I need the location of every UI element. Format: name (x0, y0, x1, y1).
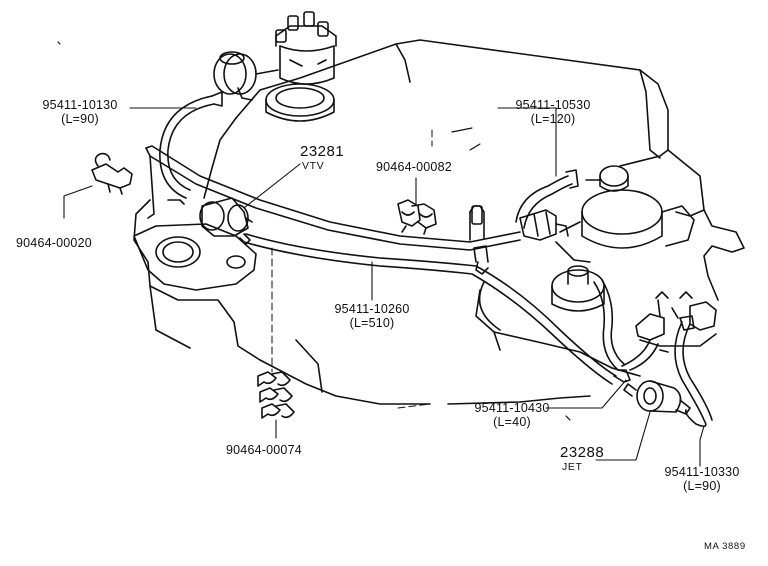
part-number: 95411-10530 (515, 98, 591, 112)
label-hose-bottom-right: 95411-10330 (L=90) (650, 465, 754, 493)
clamp-90464-00020-drawing (91, 152, 133, 195)
part-number: 95411-10260 (334, 302, 410, 316)
label-hose-top-right: 95411-10530 (L=120) (498, 98, 608, 126)
clamp-90464-00082-drawing (397, 199, 437, 235)
part-name: JET (562, 461, 583, 473)
figure-code: MA 3889 (704, 541, 746, 552)
label-clamp-left: 90464-00020 (16, 236, 92, 250)
label-clamp-middle: 90464-00082 (376, 160, 452, 174)
label-clamp-bottom: 90464-00074 (226, 443, 302, 457)
vacuum-switching-valve (519, 209, 569, 241)
part-length: (L=90) (61, 112, 99, 126)
vtv-valve (199, 197, 253, 245)
engine-block-outline (133, 39, 745, 405)
part-length: (L=90) (683, 479, 721, 493)
part-number: 23288 (560, 444, 605, 461)
oil-filler-cap (265, 83, 335, 122)
part-length: (L=120) (530, 112, 576, 126)
part-length: (L=40) (493, 415, 531, 429)
label-hose-top-left: 95411-10130 (L=90) (30, 98, 130, 126)
part-number: 90464-00020 (16, 236, 92, 250)
label-hose-long: 95411-10260 (L=510) (322, 302, 422, 330)
leader-lines (63, 107, 705, 467)
label-vtv: 23281 VTV (300, 143, 345, 173)
part-number: 23281 (300, 143, 345, 160)
part-name: VTV (302, 160, 325, 172)
part-number: 95411-10330 (664, 465, 740, 479)
small-fittings (471, 205, 693, 353)
label-hose-short: 95411-10430 (L=40) (462, 401, 562, 429)
vacuum-hoses (145, 91, 713, 428)
part-number: 90464-00074 (226, 443, 302, 457)
part-number: 95411-10430 (474, 401, 550, 415)
part-number: 95411-10130 (42, 98, 118, 112)
thermo-valve (585, 165, 629, 192)
part-number: 90464-00082 (376, 160, 452, 174)
vacuum-advance-unit (213, 51, 279, 101)
part-length: (L=510) (349, 316, 395, 330)
distributor (275, 11, 337, 85)
misc-marks (57, 41, 571, 421)
jet-fitting (623, 380, 691, 415)
label-jet: 23288 JET (560, 444, 605, 474)
dashed-reference-lines (271, 129, 433, 409)
clamp-90464-00074-drawing (257, 371, 295, 419)
